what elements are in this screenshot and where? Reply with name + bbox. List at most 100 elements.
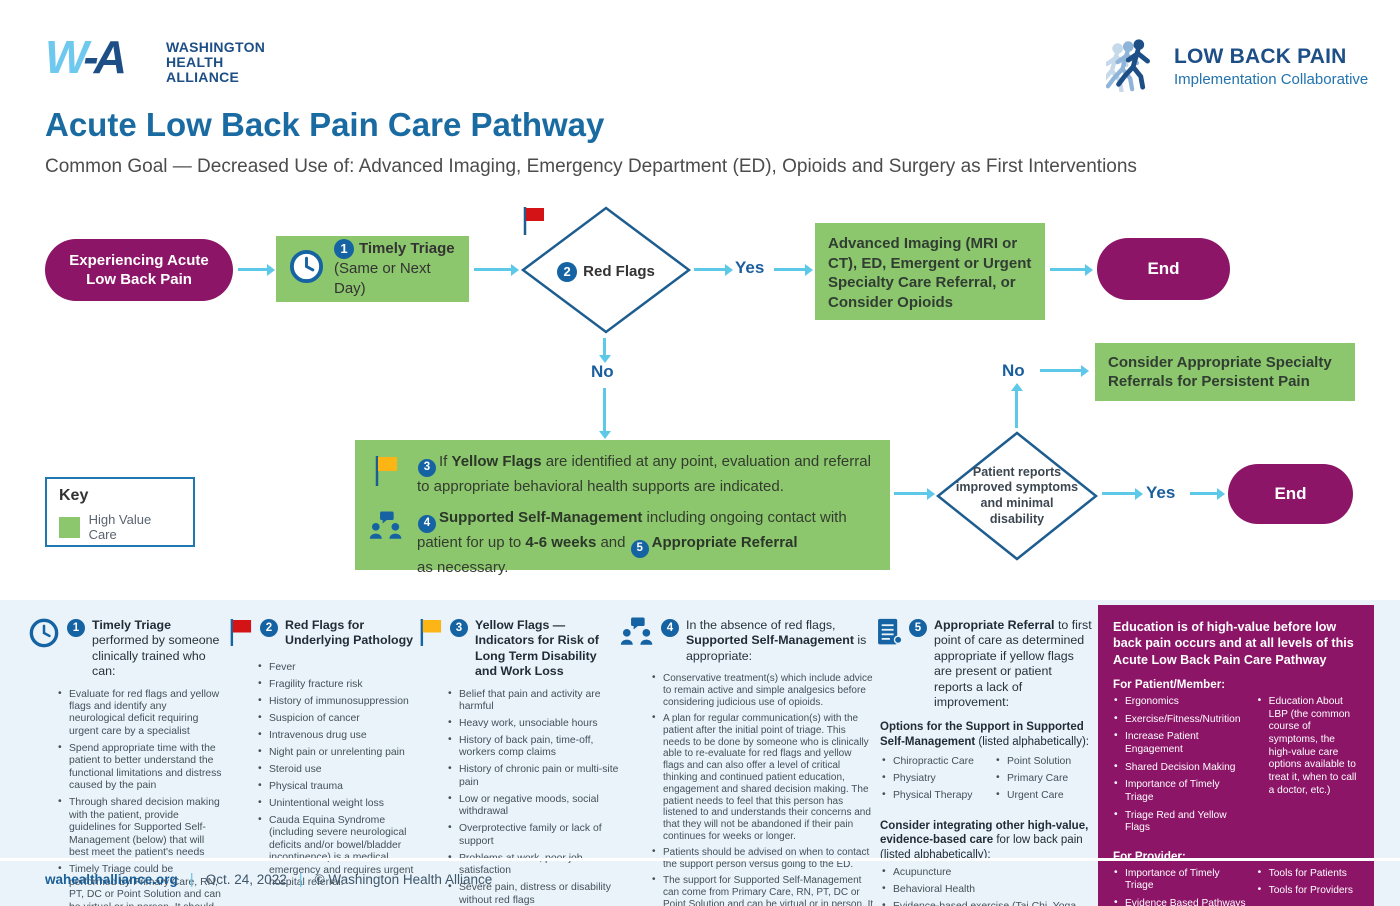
list-item: Ergonomics (1113, 695, 1249, 709)
list-item: Through shared decision making with the … (56, 796, 222, 859)
education-provider-cols: Importance of Timely TriageEvidence Base… (1113, 867, 1359, 906)
legend-col-yellow-flags: 3 Yellow Flags — Indicators for Risk of … (418, 617, 620, 906)
col2-head: 2 Red Flags for Underlying Pathology (228, 617, 418, 653)
yellow-flag-icon (418, 617, 443, 653)
list-item: The support for Supported Self-Managemen… (650, 874, 874, 906)
item4-bold1: Supported Self-Management (439, 509, 643, 527)
step-badge-4: 4 (418, 514, 436, 533)
triage-title-row: 1 Timely Triage (334, 238, 459, 259)
arrow-mainbox-to-decision2 (894, 487, 935, 500)
decision1-label-row: 2 Red Flags (557, 261, 655, 282)
arrow-decision1-no-short (598, 338, 611, 363)
arrow-triage-to-decision1 (474, 263, 519, 276)
col4-header-bold: Supported Self-Management (686, 633, 854, 648)
node-specialty-referrals: Consider Appropriate Specialty Referrals… (1095, 343, 1355, 401)
list-item: Steroid use (256, 763, 418, 776)
footer-url-link[interactable]: wahealthalliance.org (45, 872, 178, 887)
decision1-content: 2 Red Flags (520, 205, 692, 335)
col2-badge: 2 (260, 619, 278, 637)
triage-title: Timely Triage (359, 239, 455, 257)
key-row: High Value Care (59, 512, 181, 542)
col1-bullets: Evaluate for red flags and yellow flags … (56, 688, 222, 906)
list-item: Patients should be advised on when to co… (650, 846, 874, 871)
col5-options-right: Point SolutionPrimary CareUrgent Care (994, 755, 1071, 807)
col5-subhead2-rest: for low back pain (listed alphabetically… (880, 834, 1083, 861)
label-no-1: No (591, 362, 614, 381)
item4-mid2: and (596, 533, 630, 551)
high-value-care-swatch (59, 516, 80, 538)
step-badge-1: 1 (334, 238, 354, 259)
item4-bold3: Appropriate Referral (651, 533, 798, 551)
list-item: Heavy work, unsociable hours (446, 717, 620, 730)
list-item: History of back pain, time-off, workers … (446, 734, 620, 760)
list-item: Cauda Equina Syndrome (including severe … (256, 814, 418, 890)
list-item: Low or negative moods, social withdrawal (446, 793, 620, 819)
list-item: Fever (256, 661, 418, 674)
node-decision-red-flags: 2 Red Flags (520, 205, 692, 335)
step-badge-3: 3 (418, 458, 436, 477)
node-end-1: End (1097, 238, 1230, 300)
walking-person-icon (1095, 36, 1164, 97)
program-text: LOW BACK PAIN Implementation Collaborati… (1174, 45, 1368, 88)
item4-bold2: 4-6 weeks (525, 533, 597, 551)
list-item: A plan for regular communication(s) with… (650, 712, 874, 843)
col2-header: Red Flags for Underlying Pathology (285, 618, 418, 649)
legend-col-self-management: 4 In the absence of red flags, Supported… (620, 617, 874, 906)
list-item: Point Solution (994, 755, 1071, 768)
yellow-flag-icon (369, 454, 403, 488)
col4-header: In the absence of red flags, Supported S… (686, 618, 874, 664)
col4-header-pre: In the absence of red flags, (686, 618, 836, 632)
footer: wahealthalliance.org | Oct. 24, 2022 | ©… (45, 871, 492, 888)
col5-options-left: Chiropractic CarePhysiatryPhysical Thera… (880, 755, 988, 807)
list-item: Night pain or unrelenting pain (256, 746, 418, 759)
list-item: Timely Triage could be performed by Prim… (56, 863, 222, 906)
label-yes-1: Yes (735, 258, 765, 277)
arrow-start-to-triage (238, 263, 275, 276)
list-item: Tools for Providers (1257, 885, 1359, 898)
arrow-decision1-to-yes (694, 263, 733, 276)
node-decision-improvement: Patient reports improved symptoms and mi… (935, 430, 1099, 562)
col2-header-bold: Red Flags for Underlying Pathology (285, 618, 414, 648)
arrow-decision2-to-yes2 (1102, 487, 1143, 500)
wha-logo-hyphen: - (83, 31, 98, 83)
education-patient-right: Education About LBP (the common course o… (1257, 695, 1359, 840)
education-provider-left: Importance of Timely TriageEvidence Base… (1113, 867, 1249, 906)
clock-icon (288, 248, 325, 290)
diamond-shape (935, 431, 1099, 561)
list-item: Importance of Timely Triage (1113, 778, 1249, 804)
program-title: LOW BACK PAIN (1174, 45, 1347, 68)
key-box: Key High Value Care (45, 477, 195, 547)
decision2-content: Patient reports improved symptoms and mi… (935, 430, 1099, 562)
arrow-yes2-to-end2 (1190, 487, 1225, 500)
list-item: Triage Red and Yellow Flags (1113, 809, 1249, 835)
node-advanced-imaging: Advanced Imaging (MRI or CT), ED, Emerge… (815, 223, 1045, 320)
col2-bullets: FeverFragility fracture riskHistory of i… (256, 661, 418, 890)
list-item: Unintentional weight loss (256, 797, 418, 810)
list-item: Urgent Care (994, 789, 1071, 802)
col5-subhead-care: Consider integrating other high-value, e… (880, 819, 1092, 862)
decision1-label: Red Flags (583, 263, 655, 280)
item3-bold: Yellow Flags (451, 453, 542, 470)
list-item: Intravenous drug use (256, 729, 418, 742)
col3-header-bold: Yellow Flags — Indicators for Risk of Lo… (475, 618, 599, 679)
col3-head: 3 Yellow Flags — Indicators for Risk of … (418, 617, 620, 680)
key-title: Key (59, 487, 89, 504)
item3-pre: If (439, 453, 452, 470)
footer-date: Oct. 24, 2022 (205, 872, 287, 887)
wha-wordmark-line2: HEALTH (166, 54, 224, 71)
list-item: Overprotective family or lack of support (446, 822, 620, 848)
footer-divider (0, 858, 1400, 861)
list-item: History of immunosuppression (256, 695, 418, 708)
col3-header: Yellow Flags — Indicators for Risk of Lo… (475, 618, 620, 680)
education-patient-left: ErgonomicsExercise/Fitness/NutritionIncr… (1113, 695, 1249, 840)
list-item: Evaluate for red flags and yellow flags … (56, 688, 222, 739)
col1-header-rest: performed by someone clinically trained … (92, 633, 220, 679)
legend-col-appropriate-referral: 5 Appropriate Referral to first point of… (876, 617, 1092, 906)
col5-subhead2-bold: Consider integrating other high-value, e… (880, 819, 1089, 847)
list-item: Conservative treatment(s) which include … (650, 672, 874, 708)
col4-badge: 4 (661, 619, 679, 637)
program-subtitle: Implementation Collaborative (1174, 71, 1369, 88)
document-icon (876, 617, 903, 653)
